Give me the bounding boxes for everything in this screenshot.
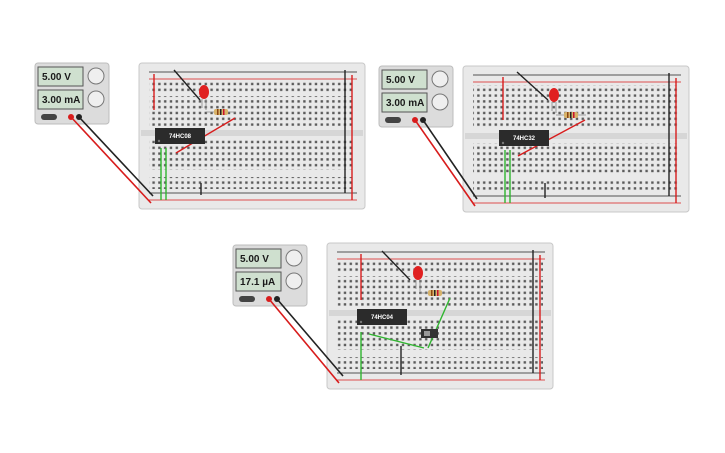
- resistor-icon[interactable]: [206, 109, 236, 115]
- voltage-readout: 5.00 V: [386, 75, 415, 86]
- ic-chip[interactable]: 74HC32: [499, 130, 549, 146]
- ground-wire[interactable]: [422, 119, 478, 200]
- breadboard[interactable]: [138, 62, 366, 210]
- knob-icon[interactable]: [285, 249, 303, 267]
- switch-icon[interactable]: [421, 329, 438, 338]
- current-display: [37, 89, 84, 110]
- knob-icon[interactable]: [431, 70, 449, 88]
- voltage-readout: 5.00 V: [42, 72, 71, 83]
- power-switch-icon[interactable]: [385, 117, 401, 123]
- knob-icon[interactable]: [431, 93, 449, 111]
- power-switch-icon[interactable]: [239, 296, 255, 302]
- voltage-display: [235, 248, 282, 269]
- output-wire[interactable]: [427, 297, 451, 349]
- circuit-not: 5.00 V 17.1 µA: [232, 242, 554, 390]
- knob-icon[interactable]: [87, 90, 105, 108]
- current-readout: 3.00 mA: [386, 98, 424, 109]
- voltage-display: [37, 66, 84, 87]
- current-display: [381, 92, 428, 113]
- voltage-readout: 5.00 V: [240, 254, 269, 265]
- chip-label: 74HC04: [371, 315, 394, 321]
- switch-wire[interactable]: [368, 333, 425, 349]
- resistor-icon[interactable]: [420, 290, 450, 296]
- circuit-and: 5.00 V 3.00 mA: [34, 62, 366, 210]
- ic-chip[interactable]: 74HC08: [155, 128, 205, 144]
- power-supply[interactable]: 5.00 V 3.00 mA: [34, 62, 110, 125]
- led-ground-wire[interactable]: [381, 250, 411, 281]
- voltage-display: [381, 69, 428, 90]
- led-ground-wire[interactable]: [173, 69, 201, 101]
- resistor-icon[interactable]: [556, 112, 586, 118]
- output-wire[interactable]: [517, 119, 586, 157]
- current-readout: 3.00 mA: [42, 95, 80, 106]
- chip-label: 74HC32: [513, 136, 536, 142]
- power-wire[interactable]: [414, 119, 476, 207]
- current-display: [235, 271, 282, 292]
- power-switch-icon[interactable]: [41, 114, 57, 120]
- ic-chip[interactable]: 74HC04: [357, 309, 407, 325]
- led-icon[interactable]: [549, 88, 559, 113]
- power-supply[interactable]: 5.00 V 3.00 mA: [378, 65, 454, 128]
- chip-label: 74HC08: [169, 134, 192, 140]
- led-icon[interactable]: [199, 85, 209, 110]
- power-wire[interactable]: [268, 298, 340, 384]
- breadboard[interactable]: [462, 65, 690, 213]
- circuit-or: 5.00 V 3.00 mA: [378, 65, 690, 213]
- power-wire[interactable]: [70, 116, 152, 204]
- knob-icon[interactable]: [87, 67, 105, 85]
- output-wire[interactable]: [175, 117, 236, 154]
- led-icon[interactable]: [413, 266, 423, 291]
- power-supply[interactable]: 5.00 V 17.1 µA: [232, 244, 308, 307]
- led-ground-wire[interactable]: [516, 71, 549, 101]
- knob-icon[interactable]: [285, 272, 303, 290]
- current-readout: 17.1 µA: [240, 277, 275, 288]
- ground-wire[interactable]: [78, 116, 154, 197]
- ground-wire[interactable]: [276, 298, 344, 377]
